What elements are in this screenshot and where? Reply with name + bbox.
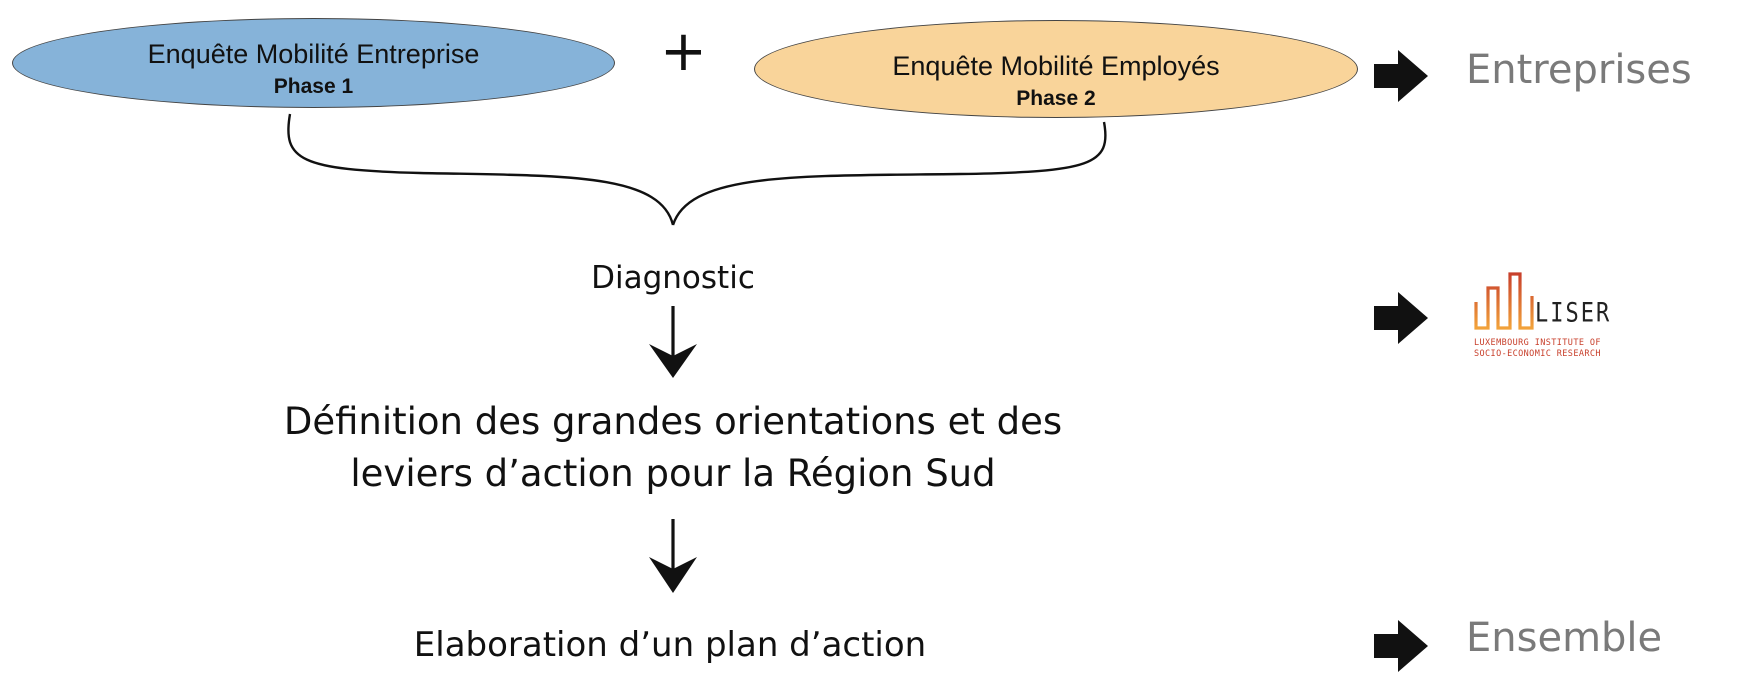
plus-sign: +	[660, 19, 707, 84]
diagnostic-step: Diagnostic	[591, 260, 755, 296]
definition-line-1: Définition des grandes orientations et d…	[283, 400, 1063, 443]
entreprises-label: Entreprises	[1466, 47, 1692, 93]
liser-logo-subtitle-2: SOCIO-ECONOMIC RESEARCH	[1474, 349, 1601, 359]
down-arrow-icon	[649, 306, 697, 378]
liser-logo: LISER LUXEMBOURG INSTITUTE OF SOCIO-ECON…	[1474, 268, 1634, 368]
liser-logo-name: LISER	[1535, 298, 1612, 329]
phase2-label: Phase 2	[1016, 87, 1096, 110]
elaboration-step: Elaboration d’un plan d’action	[413, 625, 927, 665]
phase2-title: Enquête Mobilité Employés	[892, 51, 1220, 81]
down-arrow-icon	[649, 519, 697, 593]
liser-logo-icon	[1474, 272, 1534, 330]
phase1-title: Enquête Mobilité Entreprise	[147, 39, 480, 69]
right-arrow-icon	[1374, 292, 1428, 344]
phase2-ellipse: Enquête Mobilité Employés Phase 2	[754, 20, 1358, 118]
definition-line-2: leviers d’action pour la Région Sud	[350, 452, 996, 495]
phase1-label: Phase 1	[273, 75, 354, 98]
definition-step: Définition des grandes orientations et d…	[260, 396, 1086, 500]
right-arrow-icon	[1374, 620, 1428, 672]
phase1-ellipse: Enquête Mobilité Entreprise Phase 1	[12, 18, 615, 108]
liser-logo-subtitle-1: LUXEMBOURG INSTITUTE OF	[1474, 338, 1601, 348]
right-arrow-icon	[1374, 50, 1428, 102]
ensemble-label: Ensemble	[1466, 615, 1663, 661]
